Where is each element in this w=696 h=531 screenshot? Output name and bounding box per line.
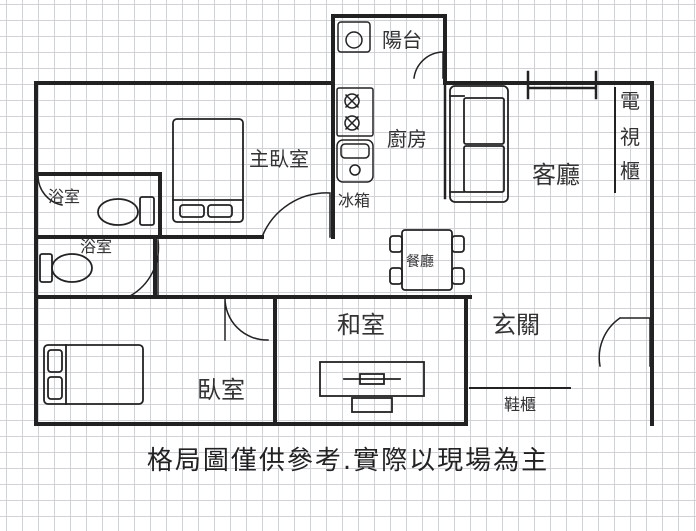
balcony-door — [413, 51, 444, 79]
sink-icon — [336, 139, 374, 183]
label-entrance: 玄關 — [492, 311, 540, 339]
outer-wall — [34, 81, 654, 426]
bath1-door — [37, 175, 63, 206]
label-japanese-room: 和室 — [337, 311, 385, 339]
stove-icon — [336, 87, 374, 137]
sofa-icon — [449, 85, 509, 203]
master-bedroom-door — [261, 192, 331, 238]
bedroom-bed-icon — [43, 344, 144, 405]
label-balcony: 陽台 — [382, 28, 422, 52]
bathroom-walls — [34, 172, 277, 299]
japanese-room-wall — [273, 295, 472, 422]
bedroom-door — [224, 296, 269, 341]
balcony-wall — [331, 14, 447, 85]
label-bathroom-2: 浴室 — [80, 237, 112, 256]
dining-table-icon — [389, 229, 465, 291]
low-table-icon — [319, 361, 425, 413]
label-tv-cabinet-2: 視 — [620, 125, 640, 149]
label-bathroom-1: 浴室 — [48, 187, 80, 206]
label-bedroom: 臥室 — [197, 376, 245, 404]
toilet-icon — [39, 253, 93, 283]
disclaimer-caption: 格局圖僅供參考.實際以現場為主 — [146, 446, 550, 476]
label-shoe-cabinet: 鞋櫃 — [504, 395, 536, 414]
label-living-room: 客廳 — [532, 161, 580, 189]
washing-machine-icon — [337, 21, 371, 53]
label-master-bedroom: 主臥室 — [249, 147, 309, 171]
master-bed-icon — [172, 118, 244, 223]
label-fridge: 冰箱 — [338, 191, 370, 210]
label-tv-cabinet-1: 電 — [620, 89, 640, 113]
living-room-line — [526, 70, 598, 100]
entrance-door — [598, 316, 651, 367]
toilet-icon — [97, 196, 155, 226]
label-tv-cabinet-3: 櫃 — [620, 159, 640, 183]
label-dining: 餐廳 — [406, 253, 434, 270]
bathroom-door — [128, 239, 160, 298]
label-kitchen: 廚房 — [387, 127, 427, 151]
